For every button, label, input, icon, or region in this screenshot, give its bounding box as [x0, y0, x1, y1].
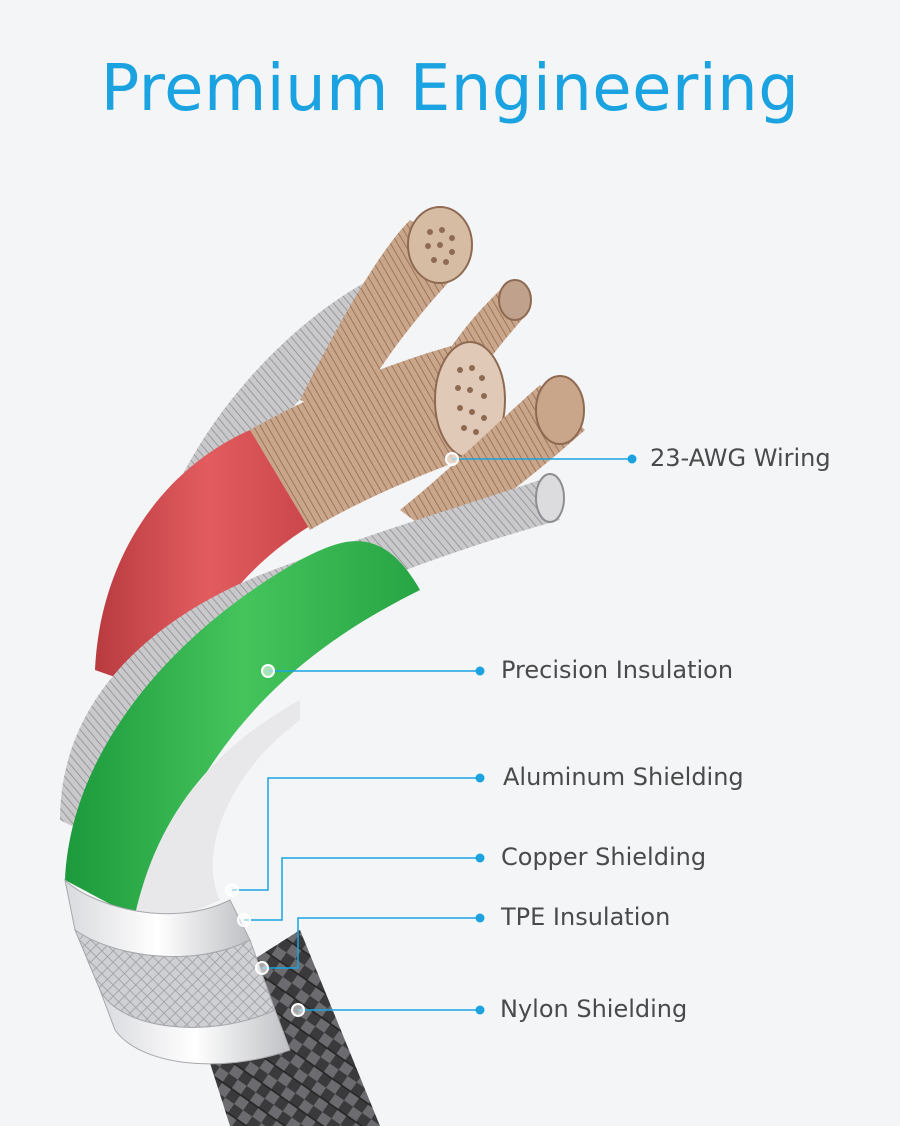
label-nylon-shielding: Nylon Shielding — [500, 995, 688, 1023]
red-insulation — [95, 430, 320, 700]
label-aluminum-shielding: Aluminum Shielding — [503, 763, 744, 791]
label-23awg-wiring: 23-AWG Wiring — [650, 444, 831, 472]
page-title: Premium Engineering — [100, 52, 800, 126]
label-precision-insulation: Precision Insulation — [501, 656, 734, 684]
label-copper-shielding: Copper Shielding — [501, 843, 707, 871]
label-tpe-insulation: TPE Insulation — [501, 903, 671, 931]
tpe-ring — [99, 989, 291, 1065]
green-insulation — [65, 541, 420, 920]
copper-wire-main — [250, 345, 490, 530]
